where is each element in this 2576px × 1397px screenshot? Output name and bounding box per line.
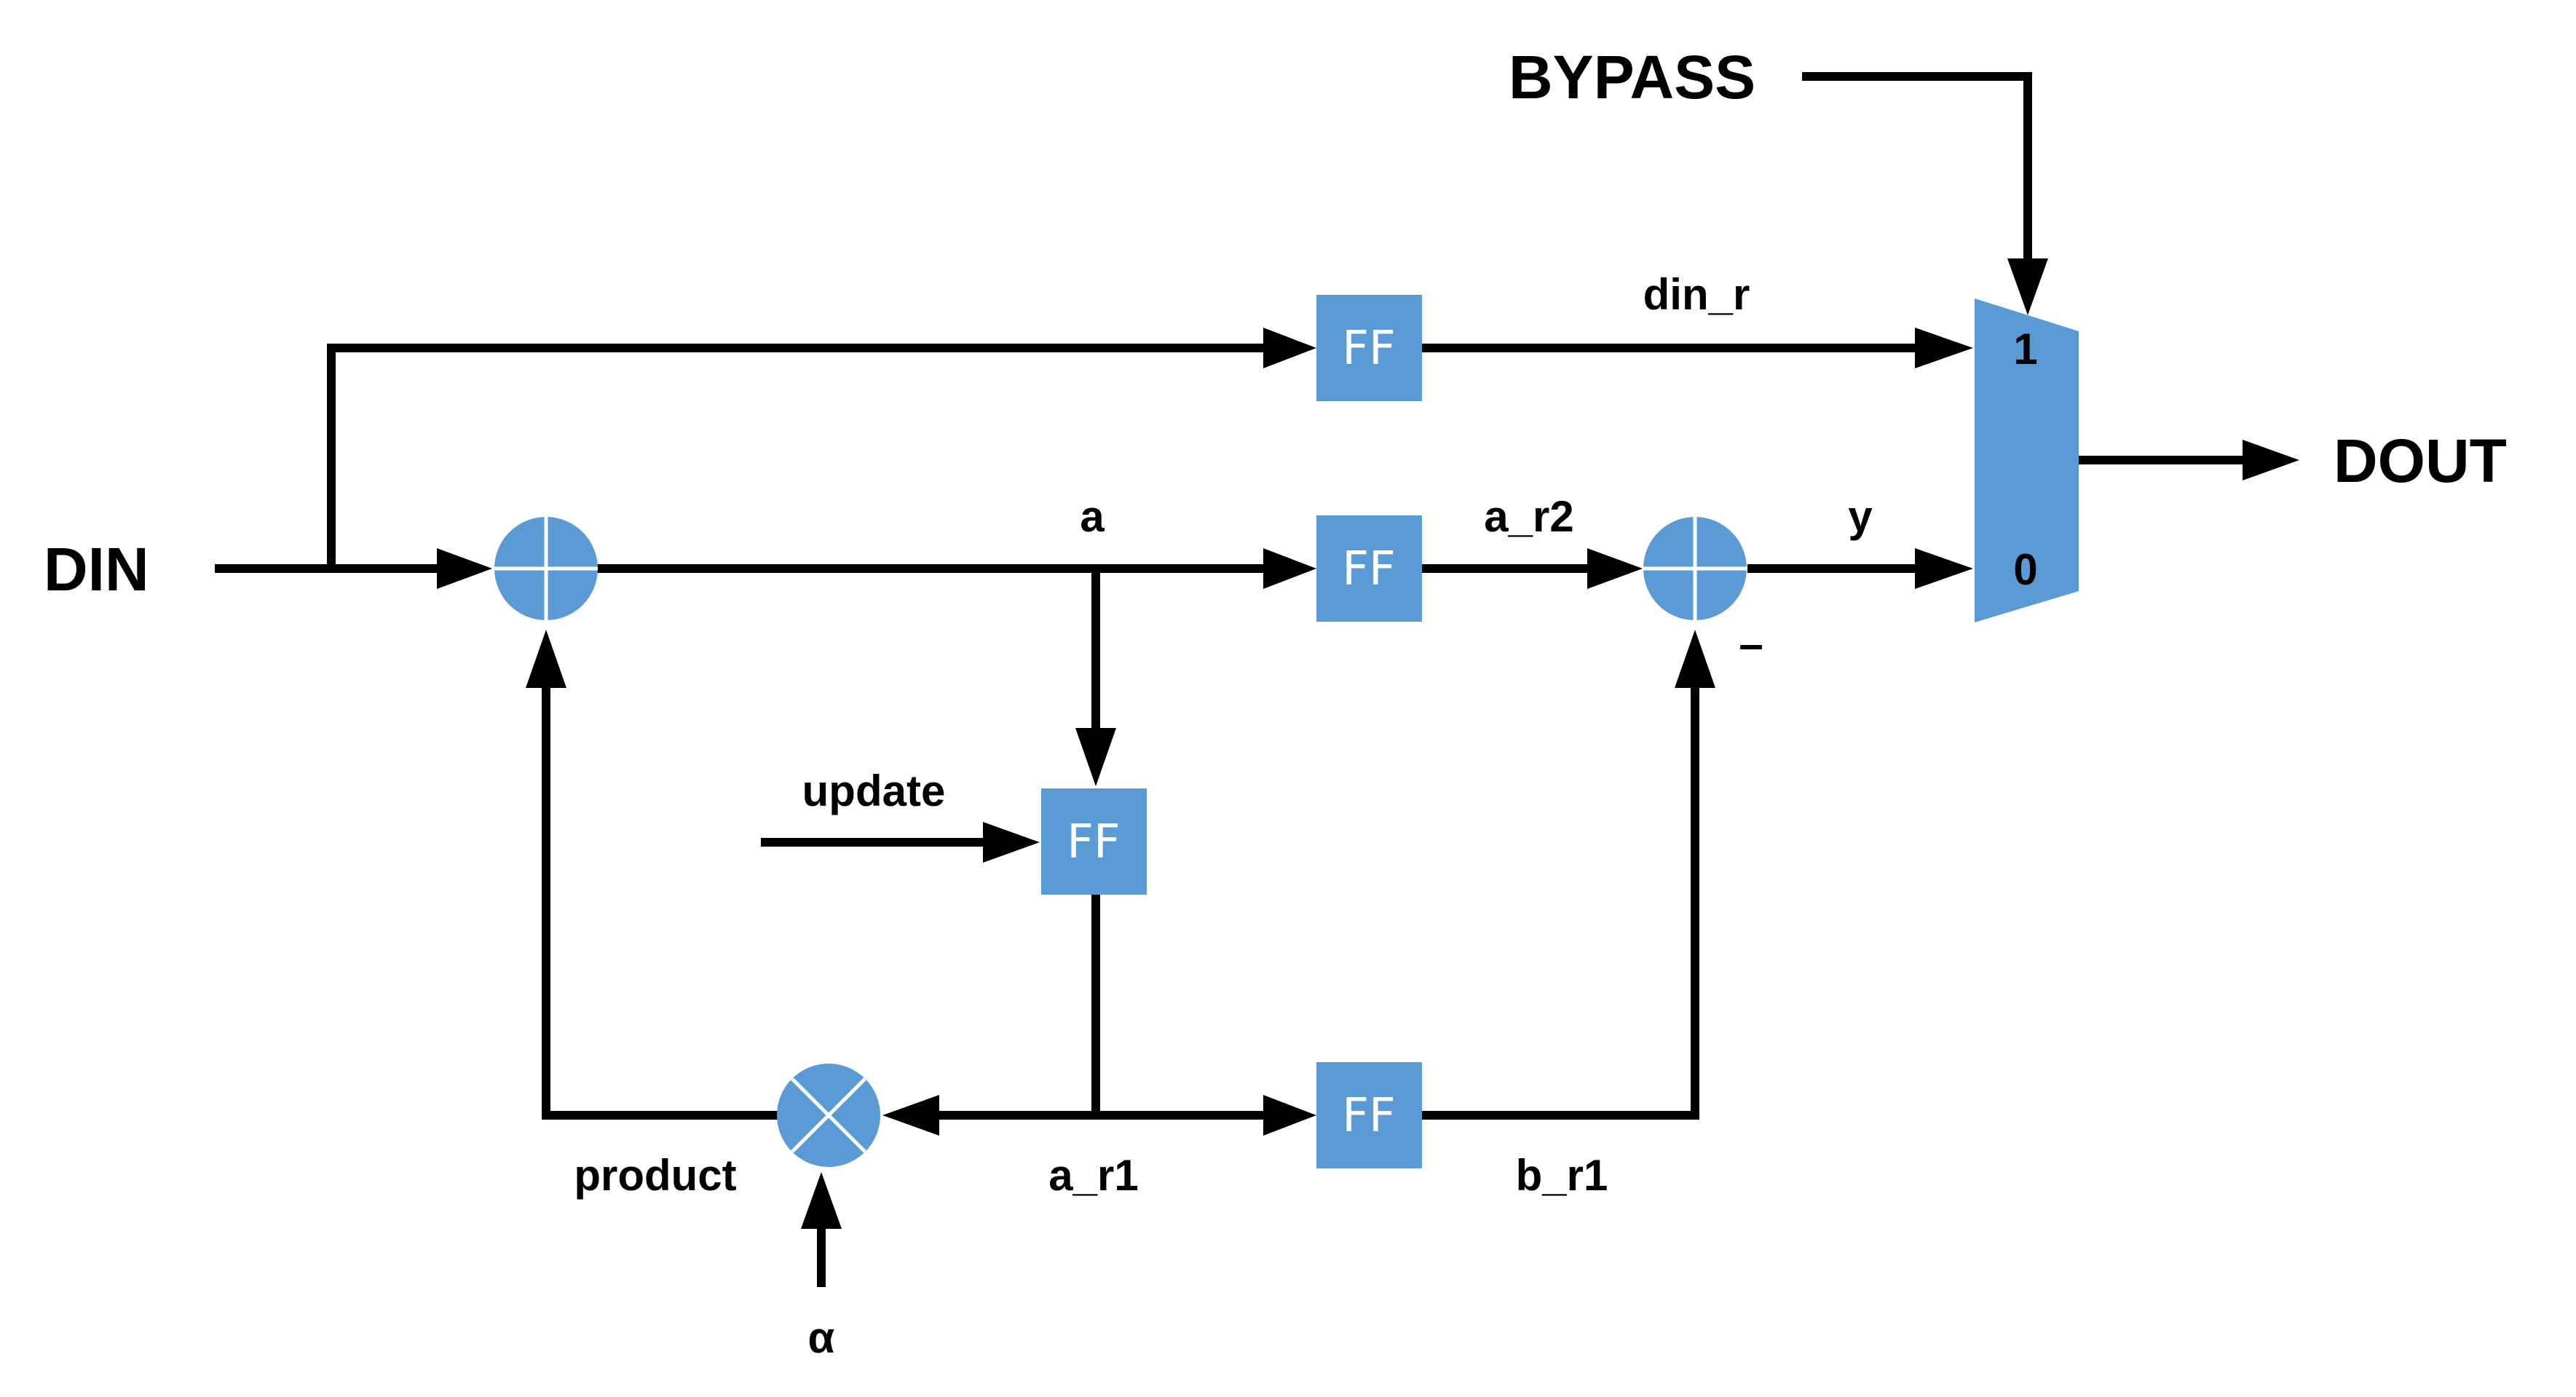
adder-1-circle-plus-icon	[494, 517, 598, 620]
arrowhead	[983, 822, 1040, 863]
mux-input-0-label: 0	[2013, 545, 2037, 594]
arrowhead	[2007, 258, 2048, 315]
arrowhead	[1915, 328, 1973, 368]
ff-label: FF	[1067, 815, 1121, 869]
b_r1-label: b_r1	[1516, 1151, 1608, 1200]
ff-label: FF	[1342, 322, 1396, 376]
arrowhead	[1675, 630, 1715, 688]
dout-label: DOUT	[2334, 427, 2507, 495]
a-label: a	[1080, 492, 1105, 541]
ff-label: FF	[1342, 1089, 1396, 1143]
update-label: update	[802, 767, 946, 815]
wire-din-branch	[327, 344, 1271, 569]
arrowhead	[1587, 548, 1643, 589]
arrowhead	[1263, 328, 1316, 368]
arrowhead	[1915, 548, 1973, 589]
din_r-label: din_r	[1643, 270, 1750, 319]
product-label: product	[574, 1151, 736, 1200]
ff-a_r2: FF	[1316, 515, 1422, 622]
multiplexer: 1 0	[1975, 298, 2079, 622]
y-label: y	[1848, 492, 1873, 541]
ff-din_r: FF	[1316, 295, 1422, 401]
wire-bypass	[1802, 72, 2032, 266]
arrowhead	[1075, 728, 1116, 786]
ff-update: FF	[1041, 788, 1147, 895]
arrowhead	[1263, 1095, 1316, 1136]
bypass-label: BYPASS	[1509, 43, 1755, 111]
adder-2-circle-plus-icon	[1643, 517, 1747, 620]
arrowhead	[1263, 548, 1316, 589]
mux-input-1-label: 1	[2013, 325, 2037, 373]
wire-product	[542, 681, 778, 1120]
arrowhead	[2243, 440, 2299, 480]
ff-b_r1: FF	[1316, 1062, 1422, 1168]
din-label: DIN	[44, 535, 149, 603]
wire-b_r1	[1420, 681, 1699, 1120]
a_r1-label: a_r1	[1048, 1151, 1138, 1200]
minus-label: –	[1739, 620, 1763, 668]
ff-label: FF	[1342, 542, 1396, 596]
alpha-label: α	[808, 1313, 835, 1362]
a_r2-label: a_r2	[1484, 492, 1573, 541]
arrowhead	[437, 548, 492, 589]
arrowhead	[801, 1172, 842, 1229]
arrowhead	[526, 630, 566, 688]
arrowhead	[882, 1095, 939, 1136]
multiplier-circle-times-icon	[777, 1064, 880, 1167]
